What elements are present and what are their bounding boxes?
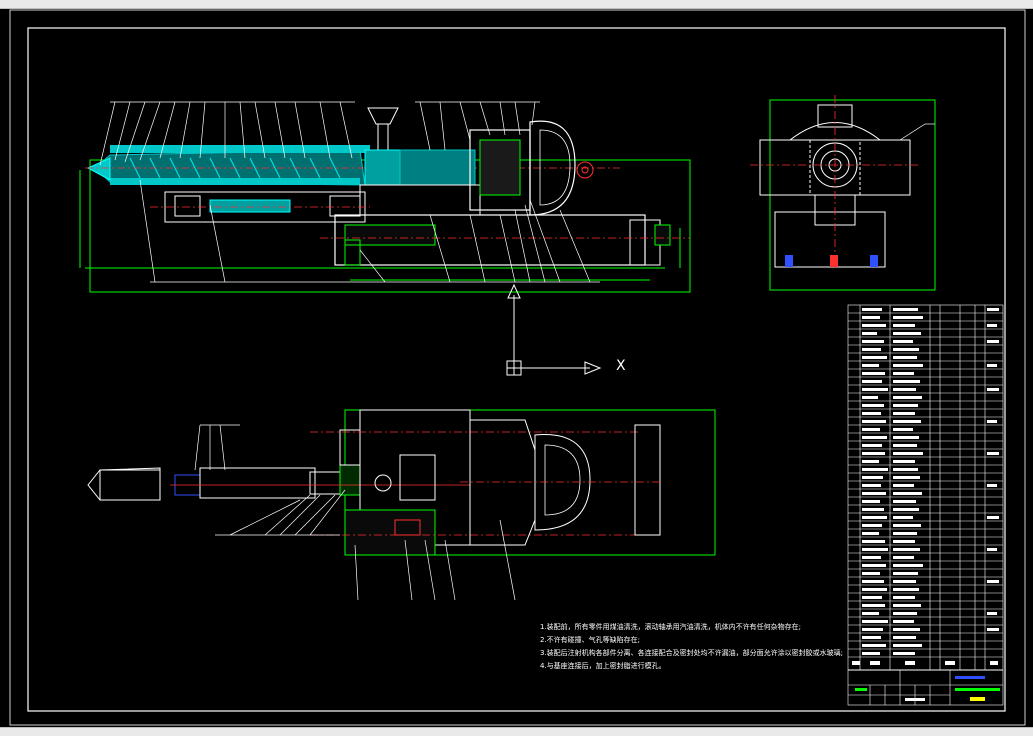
top-view [87,409,716,601]
side-view [750,95,936,291]
parts-list-table [847,304,1004,706]
ucs-axis-indicator [506,283,602,376]
technical-note-2: 2.不许有碰撞、气孔等缺陷存在; [540,636,641,644]
sheet-inner-border [27,27,1006,712]
window-top-strip [0,0,1033,9]
technical-note-3: 3.装配后注射机构各部件分离、各连接配合及密封处均不许漏油，部分面允许涂以密封胶… [540,649,844,657]
parts-list-text-marks [852,308,999,665]
technical-note-1: 1.装配前，所有零件用煤油清洗，滚动轴承用汽油清洗，机体内不许有任何杂物存在; [540,623,802,631]
sheet-outer-border [9,9,1026,726]
title-block-marks [855,676,1000,701]
technical-note-4: 4.与基座连接后，加上密封脂进行模孔。 [540,662,666,670]
window-bottom-strip [0,727,1033,736]
x-axis-label: X [616,358,626,374]
front-section-view [79,101,691,293]
